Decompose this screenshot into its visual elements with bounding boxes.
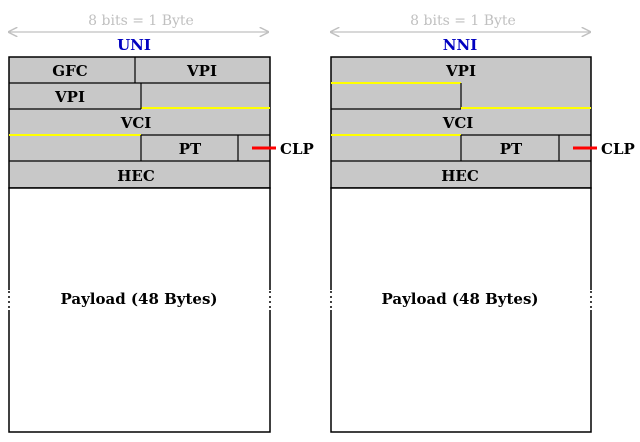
nni-hec-label: HEC bbox=[441, 167, 479, 185]
nni-payload-label: Payload (48 Bytes) bbox=[381, 290, 538, 308]
uni-payload-label: Payload (48 Bytes) bbox=[60, 290, 217, 308]
uni-vpi-top-label: VPI bbox=[186, 62, 217, 80]
nni-header-block bbox=[330, 56, 592, 189]
nni-vpi-label: VPI bbox=[445, 62, 476, 80]
uni-pt-label: PT bbox=[179, 140, 202, 158]
nni-payload-block bbox=[330, 187, 592, 433]
uni-byte-label: 8 bits = 1 Byte bbox=[88, 13, 194, 29]
nni-cell: 8 bits = 1 Byte NNI VPI VCI PT HEC CLP P… bbox=[329, 13, 635, 433]
uni-vpi-mid-label: VPI bbox=[54, 88, 85, 106]
nni-byte-label: 8 bits = 1 Byte bbox=[410, 13, 516, 29]
nni-clp-label: CLP bbox=[601, 140, 635, 158]
uni-clp-label: CLP bbox=[280, 140, 314, 158]
uni-vci-label: VCI bbox=[120, 114, 152, 132]
uni-cell: 8 bits = 1 Byte UNI GFC VPI VPI VCI PT H… bbox=[7, 13, 314, 433]
uni-payload-block bbox=[8, 187, 271, 433]
uni-hec-label: HEC bbox=[117, 167, 155, 185]
nni-pt-label: PT bbox=[500, 140, 523, 158]
uni-gfc-label: GFC bbox=[52, 62, 87, 80]
uni-title: UNI bbox=[117, 36, 151, 54]
nni-title: NNI bbox=[443, 36, 477, 54]
nni-vci-label: VCI bbox=[442, 114, 474, 132]
